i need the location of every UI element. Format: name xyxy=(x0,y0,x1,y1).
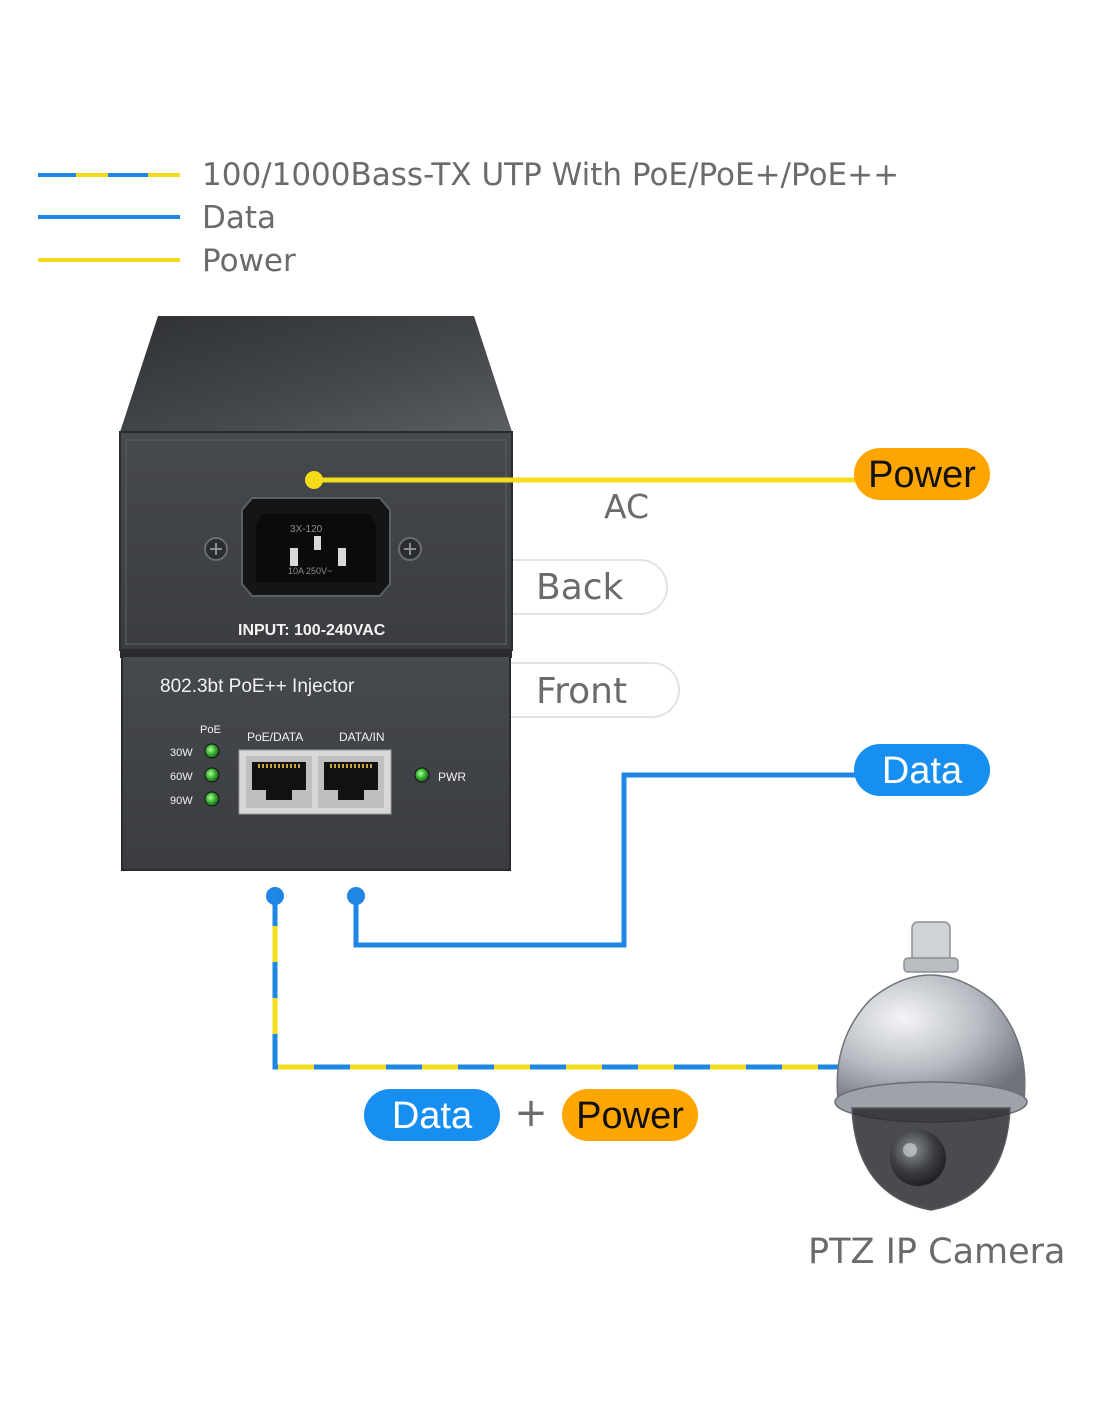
combined-power-label: Power xyxy=(576,1095,684,1137)
legend-label-combined: 100/1000Bass-TX UTP With PoE/PoE+/PoE++ xyxy=(202,157,899,193)
combined-plus: + xyxy=(514,1090,548,1136)
ac-power-connection: AC Power xyxy=(305,448,990,526)
port-label-poe-data: PoE/DATA xyxy=(247,730,303,744)
ac-connection-dot xyxy=(305,471,323,489)
view-tab-front: Front xyxy=(479,662,680,718)
screw-icon xyxy=(398,537,422,561)
ptz-camera-icon xyxy=(834,921,1028,1211)
view-tab-back: Back xyxy=(479,559,668,615)
ac-label: AC xyxy=(604,487,649,526)
data-pill-label: Data xyxy=(882,750,963,792)
legend-item-power: Power xyxy=(38,243,296,279)
led-label-30w: 30W xyxy=(170,747,193,759)
legend-item-data: Data xyxy=(38,200,276,236)
poe-injector-device: 3X-120 10A 250V~ INPUT: 100-240VAC 802.3… xyxy=(119,316,513,871)
pwr-label: PWR xyxy=(438,770,466,784)
power-pill xyxy=(854,448,990,500)
data-pill xyxy=(854,744,990,796)
ac-power-socket: 3X-120 10A 250V~ xyxy=(241,497,391,597)
model-label: 802.3bt PoE++ Injector xyxy=(160,676,355,697)
legend-label-data: Data xyxy=(202,200,276,236)
port-label-data-in: DATA/IN xyxy=(339,730,385,744)
camera-label: PTZ IP Camera xyxy=(808,1232,1066,1272)
led-60w xyxy=(204,767,220,783)
legend: 100/1000Bass-TX UTP With PoE/PoE+/PoE++ … xyxy=(38,157,899,279)
combined-power-pill xyxy=(562,1089,698,1141)
rj45-port-poe-data xyxy=(246,756,312,808)
socket-rating-text: 3X-120 xyxy=(290,524,323,535)
power-pill-label: Power xyxy=(868,454,976,496)
led-label-90w: 90W xyxy=(170,795,193,807)
socket-rating-text-2: 10A 250V~ xyxy=(288,566,332,576)
front-label: Front xyxy=(536,671,627,712)
poe-led-label: PoE xyxy=(200,724,221,736)
legend-item-combined: 100/1000Bass-TX UTP With PoE/PoE+/PoE++ xyxy=(38,157,899,193)
legend-label-power: Power xyxy=(202,243,296,279)
data-in-connection-dot xyxy=(347,887,365,905)
data-in-connection: Data xyxy=(347,744,990,948)
combined-data-pill xyxy=(364,1089,500,1141)
poe-output-connection: Data + Power xyxy=(266,887,848,1141)
back-label: Back xyxy=(536,567,624,608)
led-label-60w: 60W xyxy=(170,771,193,783)
device-top xyxy=(120,316,512,432)
led-90w xyxy=(204,791,220,807)
led-pwr xyxy=(414,767,430,783)
poe-output-connection-dot xyxy=(266,887,284,905)
screw-icon xyxy=(204,537,228,561)
rj45-port-data-in xyxy=(318,756,384,808)
combined-data-label: Data xyxy=(392,1095,473,1137)
led-30w xyxy=(204,743,220,759)
input-label: INPUT: 100-240VAC xyxy=(238,622,386,639)
